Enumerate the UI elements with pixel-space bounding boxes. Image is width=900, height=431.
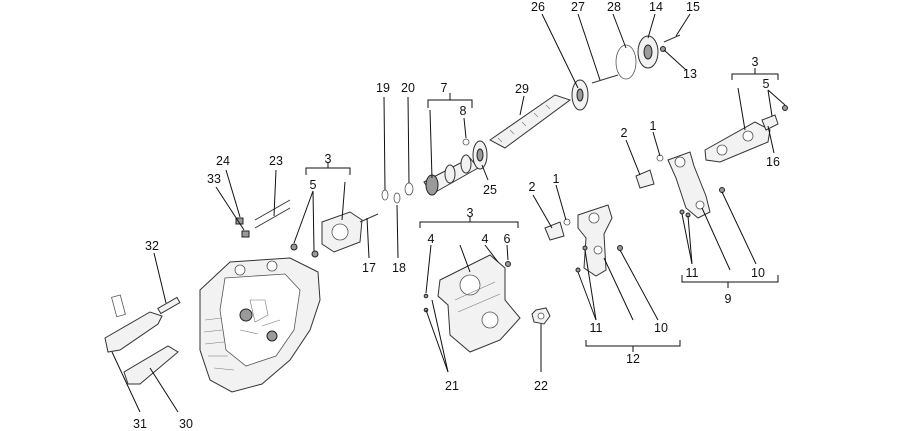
callout-label: 4 — [428, 232, 435, 246]
callout-label: 9 — [725, 292, 732, 306]
callout-label: 29 — [515, 82, 529, 96]
callout-label: 5 — [310, 178, 317, 192]
callout-label: 2 — [621, 126, 628, 140]
callout-label: 3 — [325, 152, 332, 166]
chain-guides — [104, 294, 181, 385]
sprocket-small — [472, 140, 488, 170]
callout-label: 22 — [534, 379, 548, 393]
callout-label: 23 — [269, 154, 283, 168]
rocker-support-center — [423, 254, 521, 353]
cam-sprocket-assembly — [571, 34, 681, 111]
callout-label: 6 — [504, 232, 511, 246]
callout-label: 12 — [626, 352, 640, 366]
callout-label: 10 — [654, 321, 668, 335]
callout-label: 7 — [441, 81, 448, 95]
rocker-arm-middle — [544, 204, 623, 277]
callout-label: 21 — [445, 379, 459, 393]
callout-label: 19 — [376, 81, 390, 95]
callout-label: 3 — [467, 206, 474, 220]
callout-label: 8 — [460, 104, 467, 118]
nut — [531, 307, 551, 325]
cylinder-head — [199, 257, 321, 393]
callout-label: 2 — [529, 180, 536, 194]
callout-label: 4 — [482, 232, 489, 246]
callout-label: 11 — [590, 321, 603, 335]
callout-label: 26 — [531, 0, 545, 14]
rocker-support-right — [704, 105, 788, 163]
chain — [489, 94, 572, 149]
camshaft — [423, 138, 479, 196]
callout-label: 18 — [392, 261, 406, 275]
callout-label: 1 — [553, 172, 560, 186]
callout-label: 11 — [686, 266, 699, 280]
callout-label: 27 — [571, 0, 585, 14]
callout-label: 31 — [133, 417, 147, 431]
callout-labels: 26 27 28 14 15 13 29 7 8 25 19 20 17 18 … — [133, 0, 780, 431]
rocker-arm-right — [635, 151, 725, 219]
leader-lines — [111, 13, 786, 413]
callout-label: 20 — [401, 81, 415, 95]
callout-label: 14 — [649, 0, 663, 14]
callout-label: 13 — [683, 67, 697, 81]
callout-label: 3 — [752, 55, 759, 69]
callout-label: 28 — [607, 0, 621, 14]
callout-label: 1 — [650, 119, 657, 133]
callout-label: 5 — [763, 77, 770, 91]
callout-label: 16 — [766, 155, 780, 169]
washers — [381, 182, 414, 204]
callout-label: 10 — [751, 266, 765, 280]
callout-label: 33 — [207, 172, 221, 186]
studs — [235, 199, 291, 238]
callout-label: 17 — [362, 261, 376, 275]
callout-label: 25 — [483, 183, 497, 197]
callout-label: 24 — [216, 154, 230, 168]
callout-label: 15 — [686, 0, 700, 14]
callout-label: 32 — [145, 239, 159, 253]
callout-label: 30 — [179, 417, 193, 431]
rocker-support-left — [290, 211, 379, 258]
